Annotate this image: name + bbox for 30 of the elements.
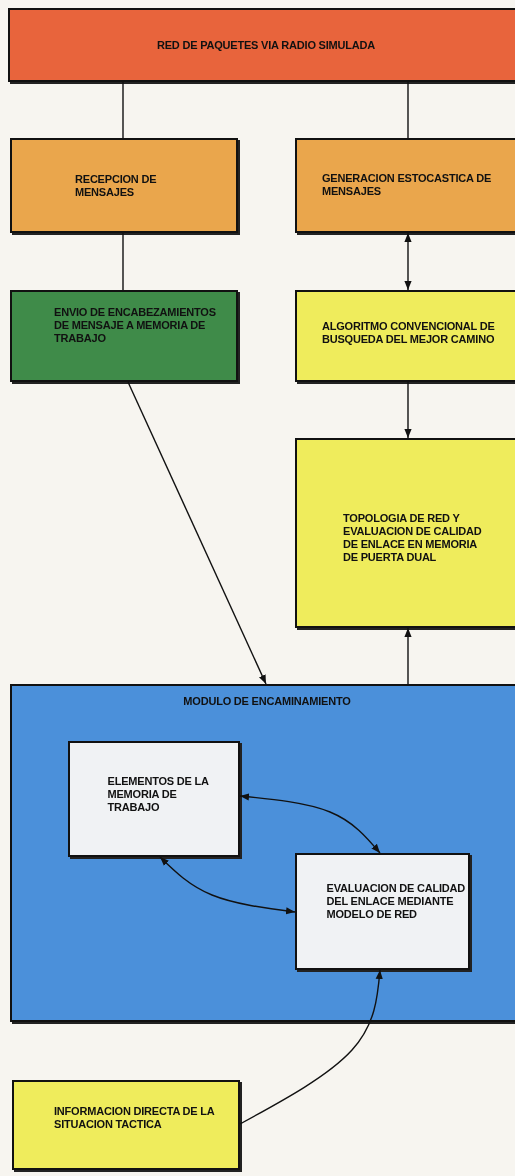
arrow bbox=[239, 969, 383, 1125]
arrow bbox=[404, 627, 412, 685]
connector-line bbox=[407, 81, 409, 139]
arrow bbox=[404, 232, 412, 291]
box-title: MODULO DE ENCAMINAMIENTO bbox=[182, 695, 352, 708]
box-label: ENVIO DE ENCABEZAMIENTOS DE MENSAJE A MEMORIA DE TRABAJO bbox=[54, 306, 217, 345]
process-box bbox=[294, 852, 470, 970]
arrow bbox=[404, 381, 412, 439]
process-box bbox=[295, 290, 515, 382]
box-label: ELEMENTOS DE LA MEMORIA DE TRABAJO bbox=[107, 774, 210, 814]
arrow bbox=[239, 793, 381, 854]
connector-line bbox=[122, 81, 124, 139]
process-box bbox=[10, 290, 238, 382]
connector-line bbox=[122, 232, 124, 291]
box-label: INFORMACION DIRECTA DE LA SITUACION TACTICA bbox=[54, 1105, 216, 1131]
arrow bbox=[127, 381, 267, 685]
box-label: ALGORITMO CONVENCIONAL DE BUSQUEDA DEL MEJOR CAMINO bbox=[322, 320, 496, 346]
process-box bbox=[8, 8, 515, 82]
box-label: GENERACION ESTOCASTICA DE MENSAJES bbox=[322, 172, 493, 198]
module-panel bbox=[10, 684, 515, 1022]
process-box bbox=[12, 1080, 240, 1170]
arrow bbox=[159, 856, 296, 915]
box-label: EVALUACION DE CALIDAD DEL ENLACE MEDIANTE MODELO DE RED bbox=[326, 881, 467, 921]
process-box bbox=[295, 138, 515, 233]
box-label: TOPOLOGIA DE RED Y EVALUACION DE CALIDAD DE ENLACE EN MEMORIA DE PUERTA DUAL bbox=[343, 512, 483, 564]
process-box bbox=[295, 438, 515, 628]
box-title: RED DE PAQUETES VIA RADIO SIMULADA bbox=[155, 39, 377, 52]
process-box bbox=[10, 138, 238, 233]
process-box bbox=[67, 740, 240, 857]
box-label: RECEPCION DE MENSAJES bbox=[75, 173, 158, 199]
